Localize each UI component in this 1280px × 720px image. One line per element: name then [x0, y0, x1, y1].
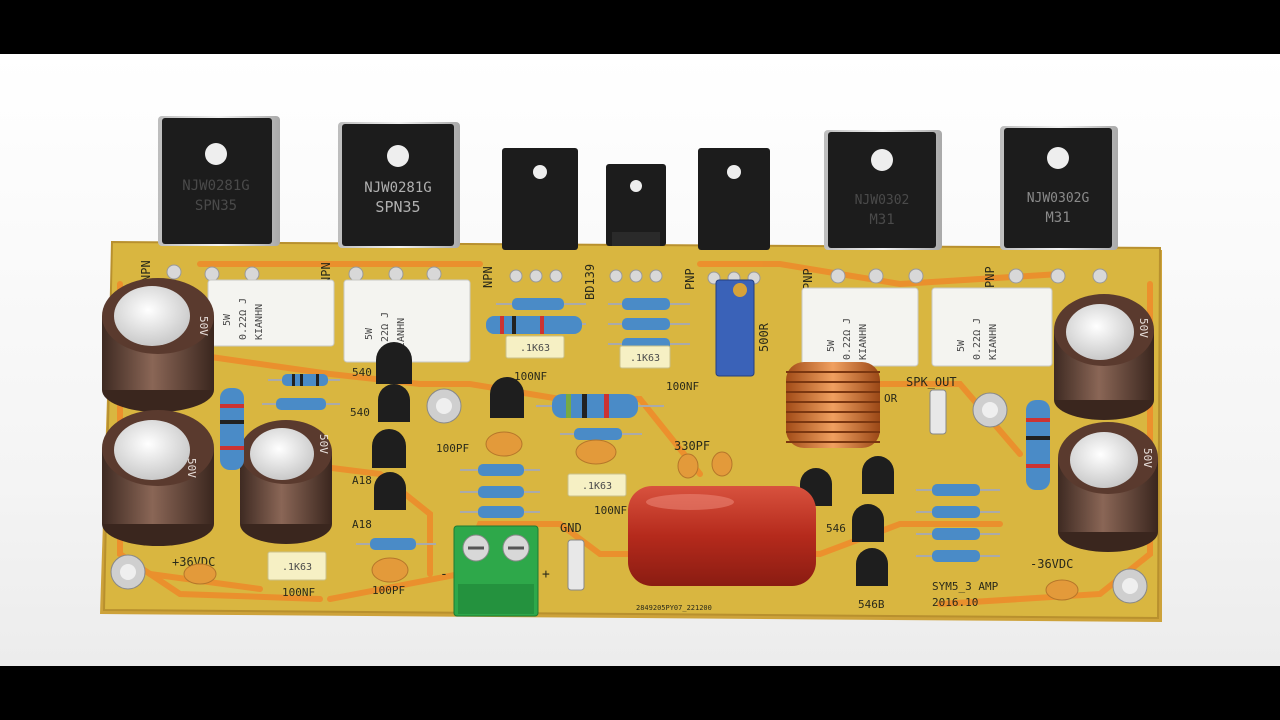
silkscreen-labels: NPN NPN NPN BD139 PNP PNP PNP 500R SPK_O…	[139, 260, 1073, 612]
label-546-a: 546	[826, 522, 846, 535]
letterbox-bottom	[0, 666, 1280, 720]
label-npn-3: NPN	[481, 266, 495, 288]
power-transistor-6: NJW0302 M31	[824, 130, 942, 250]
electrolytic-cap-3: 50V	[240, 420, 332, 544]
label-100nf-4: 100NF	[282, 586, 315, 599]
cement-resistor-4: 5W 0.22Ω J KIANHN	[931, 287, 1053, 367]
cement-resistor-4-text-2: 0.22Ω J	[972, 318, 983, 360]
label-540-a: 540	[352, 366, 372, 379]
transistor-1-marking-2: SPN35	[195, 198, 237, 214]
amplifier-board-photo: NJW0281G SPN35 NJW0281G SPN35	[100, 116, 1162, 622]
label-lot: 2849205PY07_221200	[636, 604, 712, 612]
label-pnp-3: PNP	[983, 266, 997, 288]
input-terminal-block	[453, 525, 539, 617]
film-cap-3: .1K63	[567, 473, 627, 497]
film-cap-1-label: .1K63	[520, 343, 550, 354]
jumpers	[567, 389, 947, 591]
label-100nf-2: 100NF	[666, 380, 699, 393]
film-cap-4: .1K63	[267, 551, 327, 581]
cement-resistor-1-text-2: 0.22Ω J	[238, 298, 249, 340]
power-transistor-4	[606, 164, 666, 246]
label-or: OR	[884, 392, 898, 405]
label-pnp-2: PNP	[801, 268, 815, 290]
label-gnd: GND	[560, 521, 582, 535]
transistor-6-marking-2: M31	[869, 212, 894, 228]
electrolytic-cap-4: 50V	[1054, 294, 1154, 420]
transistor-2-marking-2: SPN35	[375, 198, 420, 216]
cement-resistor-4-text-3: KIANHN	[988, 324, 999, 360]
mounting-screws	[110, 388, 1148, 604]
film-cap-2: .1K63	[619, 345, 671, 369]
red-film-capacitor	[628, 486, 816, 586]
cap-1-voltage: 50V	[197, 316, 210, 336]
cap-4-voltage: 50V	[1137, 318, 1150, 338]
label-a18-a: A18	[352, 474, 372, 487]
label-100pf-b: 100PF	[372, 584, 405, 597]
label-540-b: 540	[350, 406, 370, 419]
cement-resistor-1: 5W 0.22Ω J KIANHN	[207, 279, 335, 347]
label-spk-out: SPK_OUT	[906, 375, 957, 389]
cement-resistor-2-text-2: 0.22Ω J	[380, 312, 391, 354]
label-plus: +	[542, 567, 550, 582]
label-pnp-1: PNP	[683, 268, 697, 290]
cement-resistor-1-text-1: 5W	[222, 313, 233, 326]
film-capacitors-small: .1K63 .1K63 .1K63 .1K63	[267, 335, 671, 581]
film-cap-1: .1K63	[505, 335, 565, 359]
cement-resistors: 5W 0.22Ω J KIANHN 5W 0.22Ω J KIANHN 5W 0…	[207, 279, 1053, 367]
label-date: 2016.10	[932, 596, 978, 609]
cement-resistor-3-text-1: 5W	[826, 339, 837, 352]
label-a18-b: A18	[352, 518, 372, 531]
cap-3-voltage: 50V	[317, 434, 330, 454]
electrolytic-cap-1: 50V	[102, 278, 214, 412]
cap-5-voltage: 50V	[1141, 448, 1154, 468]
transistor-1-marking-1: NJW0281G	[182, 178, 249, 194]
electrolytic-cap-2: 50V	[102, 410, 214, 546]
photo-stage: NJW0281G SPN35 NJW0281G SPN35	[0, 54, 1280, 666]
ceramic-capacitors	[183, 431, 1079, 601]
electrolytic-cap-5: 50V	[1058, 422, 1158, 552]
label-500r: 500R	[757, 322, 771, 352]
label-minus: -	[440, 567, 448, 582]
cement-resistor-2-text-1: 5W	[364, 327, 375, 340]
film-cap-3-label: .1K63	[582, 481, 612, 492]
transistor-6-marking-1: NJW0302	[855, 193, 910, 208]
label-negative-36vdc: -36VDC	[1030, 557, 1073, 571]
cement-resistor-2-text-3: KIANHN	[396, 318, 407, 354]
label-model: SYM5_3 AMP	[932, 580, 999, 593]
label-330pf: 330PF	[674, 439, 710, 453]
electrolytic-capacitors: 50V 50V 50V 50V 50V	[102, 278, 1158, 552]
label-npn-2: NPN	[319, 262, 333, 284]
transistor-2-marking-1: NJW0281G	[364, 180, 431, 196]
resistors	[220, 298, 1050, 562]
output-inductor-coil	[786, 362, 880, 448]
transistor-7-marking-1: NJW0302G	[1027, 191, 1090, 206]
power-transistor-5	[698, 148, 770, 250]
label-100nf-3: 100NF	[594, 504, 627, 517]
label-100pf-a: 100PF	[436, 442, 469, 455]
cement-resistor-4-text-1: 5W	[956, 339, 967, 352]
label-546b: 546B	[858, 598, 885, 611]
power-transistor-2: NJW0281G SPN35	[338, 122, 460, 248]
cement-resistor-3-text-2: 0.22Ω J	[842, 318, 853, 360]
cement-resistor-3-text-3: KIANHN	[858, 324, 869, 360]
film-cap-4-label: .1K63	[282, 562, 312, 573]
power-transistor-3	[502, 148, 578, 250]
small-transistors	[372, 342, 894, 586]
cement-resistor-3: 5W 0.22Ω J KIANHN	[801, 287, 919, 367]
cap-2-voltage: 50V	[185, 458, 198, 478]
power-transistor-7: NJW0302G M31	[1000, 126, 1118, 250]
film-cap-2-label: .1K63	[630, 353, 660, 364]
cement-resistor-1-text-3: KIANHN	[254, 304, 265, 340]
letterbox-top	[0, 0, 1280, 54]
power-transistor-row: NJW0281G SPN35 NJW0281G SPN35	[158, 116, 1118, 250]
label-bd139: BD139	[583, 264, 597, 300]
trimmer-potentiometer	[715, 279, 755, 377]
label-npn-1: NPN	[139, 260, 153, 282]
transistor-7-marking-2: M31	[1045, 210, 1070, 226]
power-transistor-1: NJW0281G SPN35	[158, 116, 280, 246]
label-100nf-1: 100NF	[514, 370, 547, 383]
